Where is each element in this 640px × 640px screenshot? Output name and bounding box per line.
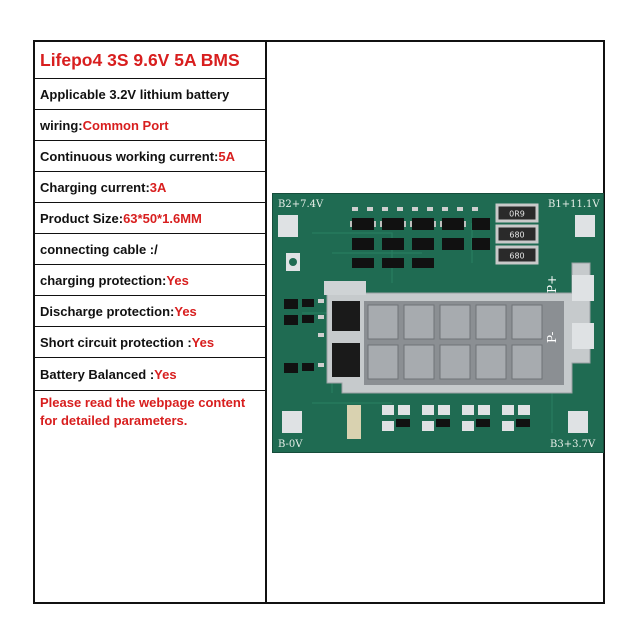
product-title: Lifepo4 3S 9.6V 5A BMS [35,42,265,79]
fuse [347,405,361,439]
spec-row-balanced: Battery Balanced : Yes [35,358,265,391]
resistor-label: 680 [509,231,524,240]
spec-row-wiring: wiring: Common Port [35,110,265,141]
port-label-minus: P- [545,332,559,343]
spec-label: Discharge protection: [40,303,175,319]
resistor-2 [495,224,539,244]
spec-row-battery: Applicable 3.2V lithium battery [35,79,265,110]
details-note: Please read the webpage content for deta… [40,394,262,430]
ic-chips [352,218,490,268]
pad-b2 [278,215,298,237]
note-line: Please read the webpage content [40,395,246,410]
spec-row-connecting-cable: connecting cable : / [35,234,265,265]
port-label-plus: P+ [545,275,559,293]
spec-value: 5A [218,148,236,164]
spec-row-short-circuit: Short circuit protection : Yes [35,327,265,358]
pad-label-b3: B3+3.7V [550,439,596,450]
resistor-3 [495,245,539,265]
spec-label: Charging current: [40,179,150,195]
pad-p-plus [572,275,594,301]
bms-board-photo: B2+7.4V B1+11.1V B-0V B3+3.7V 0R9 680 68… [272,193,604,453]
spec-label: Short circuit protection : [40,334,192,350]
resistor-label: 0R9 [509,210,525,219]
pad-label-b-minus: B-0V [278,439,303,450]
mosfet-2 [332,343,360,377]
spec-row-charging-current: Charging current: 3A [35,172,265,203]
spec-label: wiring: [40,117,83,133]
spec-value: Yes [191,334,215,350]
spec-value: 63*50*1.6MM [123,210,202,226]
pad-b1 [575,215,595,237]
spec-value: Yes [166,272,189,288]
spec-column: Lifepo4 3S 9.6V 5A BMS Applicable 3.2V l… [35,42,265,391]
spec-label: Product Size: [40,210,124,226]
spec-row-product-size: Product Size: 63*50*1.6MM [35,203,265,234]
spec-row-continuous-current: Continuous working current: 5A [35,141,265,172]
pad-label-b2: B2+7.4V [278,199,324,210]
spec-label: Continuous working current: [40,148,219,164]
spec-value: Yes [174,303,197,319]
resistor-1 [495,203,539,223]
spec-value: 3A [149,179,167,195]
mosfet-1 [332,301,360,331]
pad-b-minus [282,411,302,433]
smd-components [352,207,478,211]
spec-label: Applicable 3.2V lithium battery [40,86,230,102]
pad-label-b1: B1+11.1V [548,199,600,210]
column-divider [265,40,267,604]
spec-label: connecting cable : [40,241,155,257]
pad-b3 [568,411,588,433]
bottom-pads [382,405,530,431]
spec-value: / [154,241,158,257]
spec-row-charging-protection: charging protection: Yes [35,265,265,296]
spec-row-discharge-protection: Discharge protection: Yes [35,296,265,327]
spec-label: Battery Balanced : [40,366,155,382]
spec-label: charging protection: [40,272,167,288]
spec-table-frame [33,40,605,604]
note-line: for detailed parameters. [40,413,188,428]
spec-value: Common Port [82,117,169,133]
resistor-label: 680 [509,252,524,261]
pad-p-minus [572,323,594,349]
spec-value: Yes [154,366,177,382]
